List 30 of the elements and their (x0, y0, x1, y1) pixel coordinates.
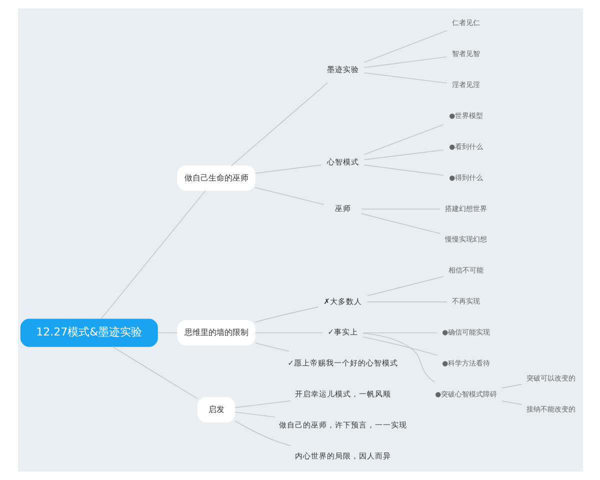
connector (501, 384, 522, 388)
connector (100, 190, 206, 320)
connector (234, 400, 290, 408)
connector (254, 342, 289, 352)
connector (111, 346, 198, 400)
connector (363, 164, 444, 176)
connector (366, 276, 444, 296)
connector (254, 306, 318, 322)
connector (360, 208, 440, 210)
connector (362, 333, 435, 383)
connector (363, 124, 444, 155)
connector (156, 332, 178, 334)
connector (254, 332, 322, 334)
connector (234, 412, 275, 418)
connector (363, 72, 447, 84)
node-box: 思维里的墙的限制 (176, 320, 255, 346)
connector (360, 213, 440, 234)
connector (363, 150, 444, 160)
node-box: 做自己生命的巫师 (176, 165, 255, 191)
connector (362, 332, 438, 334)
connector (234, 420, 290, 446)
node-box: 12.27模式&墨迹实验 (20, 318, 158, 347)
connector (501, 400, 522, 405)
connector (363, 30, 447, 63)
connector (254, 164, 322, 174)
connector (254, 187, 324, 205)
connector (363, 56, 447, 68)
connector (362, 336, 437, 356)
node-box: 启发 (196, 397, 235, 422)
connector (230, 82, 328, 166)
